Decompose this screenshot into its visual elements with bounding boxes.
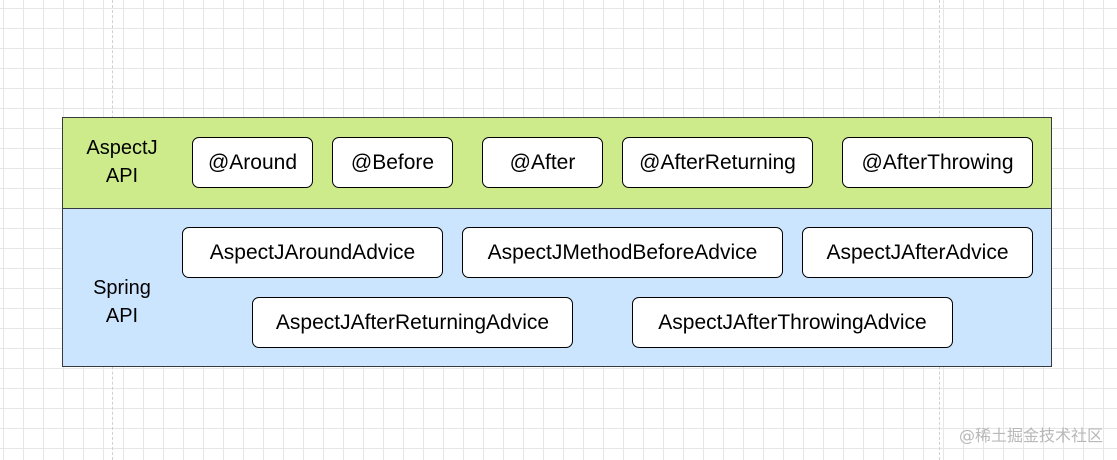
aspectj-label-line2: API: [105, 165, 139, 187]
spring-api-label: Spring API: [72, 274, 172, 330]
spring-label-line1: Spring: [93, 277, 151, 299]
after-annotation-box[interactable]: @After: [482, 137, 603, 188]
after-returning-annotation-box[interactable]: @AfterReturning: [622, 137, 813, 188]
aspectj-api-label: AspectJ API: [72, 134, 172, 190]
after-throwing-annotation-box[interactable]: @AfterThrowing: [842, 137, 1033, 188]
aspectj-after-returning-advice-box[interactable]: AspectJAfterReturningAdvice: [252, 297, 573, 348]
aspectj-method-before-advice-box[interactable]: AspectJMethodBeforeAdvice: [462, 227, 783, 278]
before-annotation-box[interactable]: @Before: [332, 137, 453, 188]
aspectj-after-throwing-advice-box[interactable]: AspectJAfterThrowingAdvice: [632, 297, 953, 348]
around-annotation-box[interactable]: @Around: [192, 137, 313, 188]
watermark: @稀土掘金技术社区: [958, 426, 1103, 445]
aspectj-label-line1: AspectJ: [86, 137, 158, 159]
spring-label-line2: API: [105, 305, 139, 327]
aspectj-around-advice-box[interactable]: AspectJAroundAdvice: [182, 227, 443, 278]
aspectj-after-advice-box[interactable]: AspectJAfterAdvice: [802, 227, 1033, 278]
